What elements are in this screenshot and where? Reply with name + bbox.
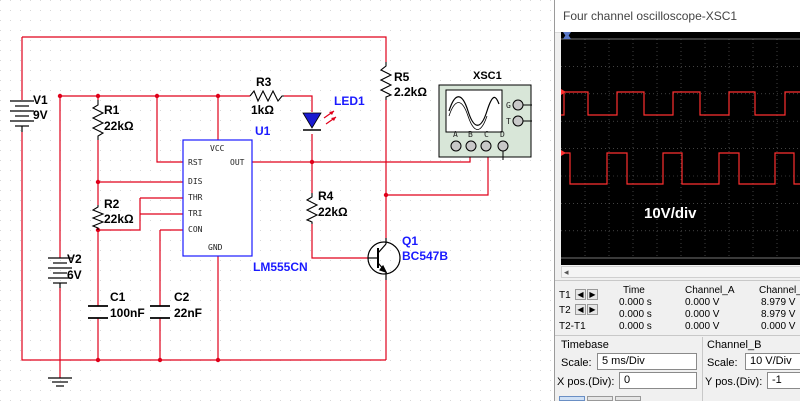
oscilloscope-block-xsc1[interactable] <box>438 84 532 160</box>
delta-time-value: 0.000 s <box>619 321 652 332</box>
row-label-t2: T2 <box>559 305 571 316</box>
r3-ref-label: R3 <box>256 75 272 89</box>
t1-left-arrow-button[interactable]: ◀ <box>575 289 586 300</box>
timebase-title: Timebase <box>561 339 609 351</box>
channel-b-scale-field[interactable]: 10 V/Div <box>745 353 800 370</box>
t1-time-value: 0.000 s <box>619 297 652 308</box>
capacitor-c1-symbol[interactable] <box>88 305 108 319</box>
t2-channel-a-value: 0.000 V <box>685 309 720 320</box>
timebase-ba-button[interactable] <box>615 396 641 401</box>
led-icon[interactable] <box>302 110 337 131</box>
t1-channel-a-value: 0.000 V <box>685 297 720 308</box>
capacitor-c2-symbol[interactable] <box>150 305 170 319</box>
battery-v1-symbol[interactable] <box>10 100 34 132</box>
xsc1-ref-label: XSC1 <box>473 70 502 82</box>
term-t: T <box>506 117 511 126</box>
u1-part-label: LM555CN <box>253 260 308 274</box>
window-title: Four channel oscilloscope-XSC1 <box>563 9 738 23</box>
t2-left-arrow-button[interactable]: ◀ <box>575 304 586 315</box>
trace-channel-b <box>561 152 800 185</box>
pin-out: OUT <box>230 158 245 167</box>
term-d: D <box>500 130 505 139</box>
oscilloscope-window: Four channel oscilloscope-XSC1 10V/div ◂… <box>554 0 800 401</box>
timebase-scale-label: Scale: <box>561 357 592 369</box>
volts-per-div-overlay: 10V/div <box>644 205 697 222</box>
v2-ref-label: V2 <box>67 252 82 266</box>
t2-right-arrow-button[interactable]: ▶ <box>587 304 598 315</box>
q1-ref-label: Q1 <box>402 234 419 248</box>
r4-ref-label: R4 <box>318 189 334 203</box>
channel-b-ypos-field[interactable]: -1 <box>767 372 800 389</box>
title-bar[interactable]: Four channel oscilloscope-XSC1 <box>555 0 800 33</box>
resistor-r4-symbol[interactable] <box>305 193 319 224</box>
pin-vcc: VCC <box>210 144 225 153</box>
battery-v2-symbol[interactable] <box>48 257 72 288</box>
pin-tri: TRI <box>188 209 203 218</box>
time-scrollbar[interactable]: ◂ <box>561 266 800 278</box>
timebase-xpos-field[interactable]: 0 <box>619 372 697 389</box>
c2-ref-label: C2 <box>174 290 190 304</box>
r3-value-label: 1kΩ <box>251 103 274 117</box>
channel-b-title: Channel_B <box>707 339 762 351</box>
channel-b-ypos-label: Y pos.(Div): <box>705 376 763 388</box>
r2-ref-label: R2 <box>104 197 120 211</box>
v1-value-label: 9V <box>33 108 48 122</box>
delta-channel-b-value: 0.000 V <box>761 321 796 332</box>
scope-screen[interactable]: 10V/div <box>561 32 800 265</box>
r1-ref-label: R1 <box>104 103 120 117</box>
term-b: B <box>468 130 473 139</box>
term-a: A <box>453 130 458 139</box>
resistor-r3-symbol[interactable] <box>249 89 284 103</box>
term-g: G <box>506 101 511 110</box>
r2-value-label: 22kΩ <box>104 212 134 226</box>
r4-value-label: 22kΩ <box>318 205 348 219</box>
resistor-r1-symbol[interactable] <box>91 100 105 140</box>
r5-value-label: 2.2kΩ <box>394 85 427 99</box>
v2-value-label: 6V <box>67 268 82 282</box>
t2-time-value: 0.000 s <box>619 309 652 320</box>
scope-graph <box>561 32 800 259</box>
pin-thr: THR <box>188 193 203 202</box>
timebase-add-button[interactable] <box>587 396 613 401</box>
pin-con: CON <box>188 225 203 234</box>
timebase-mode-button[interactable] <box>559 396 585 401</box>
trace-channel-a <box>561 91 800 116</box>
r1-value-label: 22kΩ <box>104 119 134 133</box>
col-header-channel-a: Channel_A <box>685 285 735 296</box>
timebase-scale-field[interactable]: 5 ms/Div <box>597 353 697 370</box>
resistor-r5-symbol[interactable] <box>379 62 393 100</box>
timebase-xpos-label: X pos.(Div): <box>557 376 615 388</box>
wires <box>21 36 489 378</box>
pin-gnd: GND <box>208 243 223 252</box>
resistor-r2-symbol[interactable] <box>91 205 105 230</box>
ground-icon <box>48 377 72 387</box>
c1-ref-label: C1 <box>110 290 126 304</box>
q1-part-label: BC547B <box>402 249 449 263</box>
transistor-q1-symbol[interactable] <box>367 238 401 280</box>
channel-b-scale-label: Scale: <box>707 357 738 369</box>
u1-ref-label: U1 <box>255 124 271 138</box>
pin-dis: DIS <box>188 177 203 186</box>
scroll-left-icon[interactable]: ◂ <box>564 267 569 277</box>
c2-value-label: 22nF <box>174 306 203 320</box>
led1-ref-label: LED1 <box>334 94 365 108</box>
term-c: C <box>484 130 489 139</box>
pin-rst: RST <box>188 158 203 167</box>
r5-ref-label: R5 <box>394 70 410 84</box>
row-label-t2-t1: T2-T1 <box>559 321 586 332</box>
cursor-t2-marker[interactable] <box>563 33 571 39</box>
col-header-channel-b: Channel_B <box>759 285 800 296</box>
lm555-chip[interactable] <box>182 139 253 257</box>
col-header-time: Time <box>623 285 645 296</box>
v1-ref-label: V1 <box>33 93 48 107</box>
c1-value-label: 100nF <box>110 306 145 320</box>
t2-channel-b-value: 8.979 V <box>761 309 796 320</box>
delta-channel-a-value: 0.000 V <box>685 321 720 332</box>
t1-right-arrow-button[interactable]: ▶ <box>587 289 598 300</box>
t1-channel-b-value: 8.979 V <box>761 297 796 308</box>
row-label-t1: T1 <box>559 290 571 301</box>
